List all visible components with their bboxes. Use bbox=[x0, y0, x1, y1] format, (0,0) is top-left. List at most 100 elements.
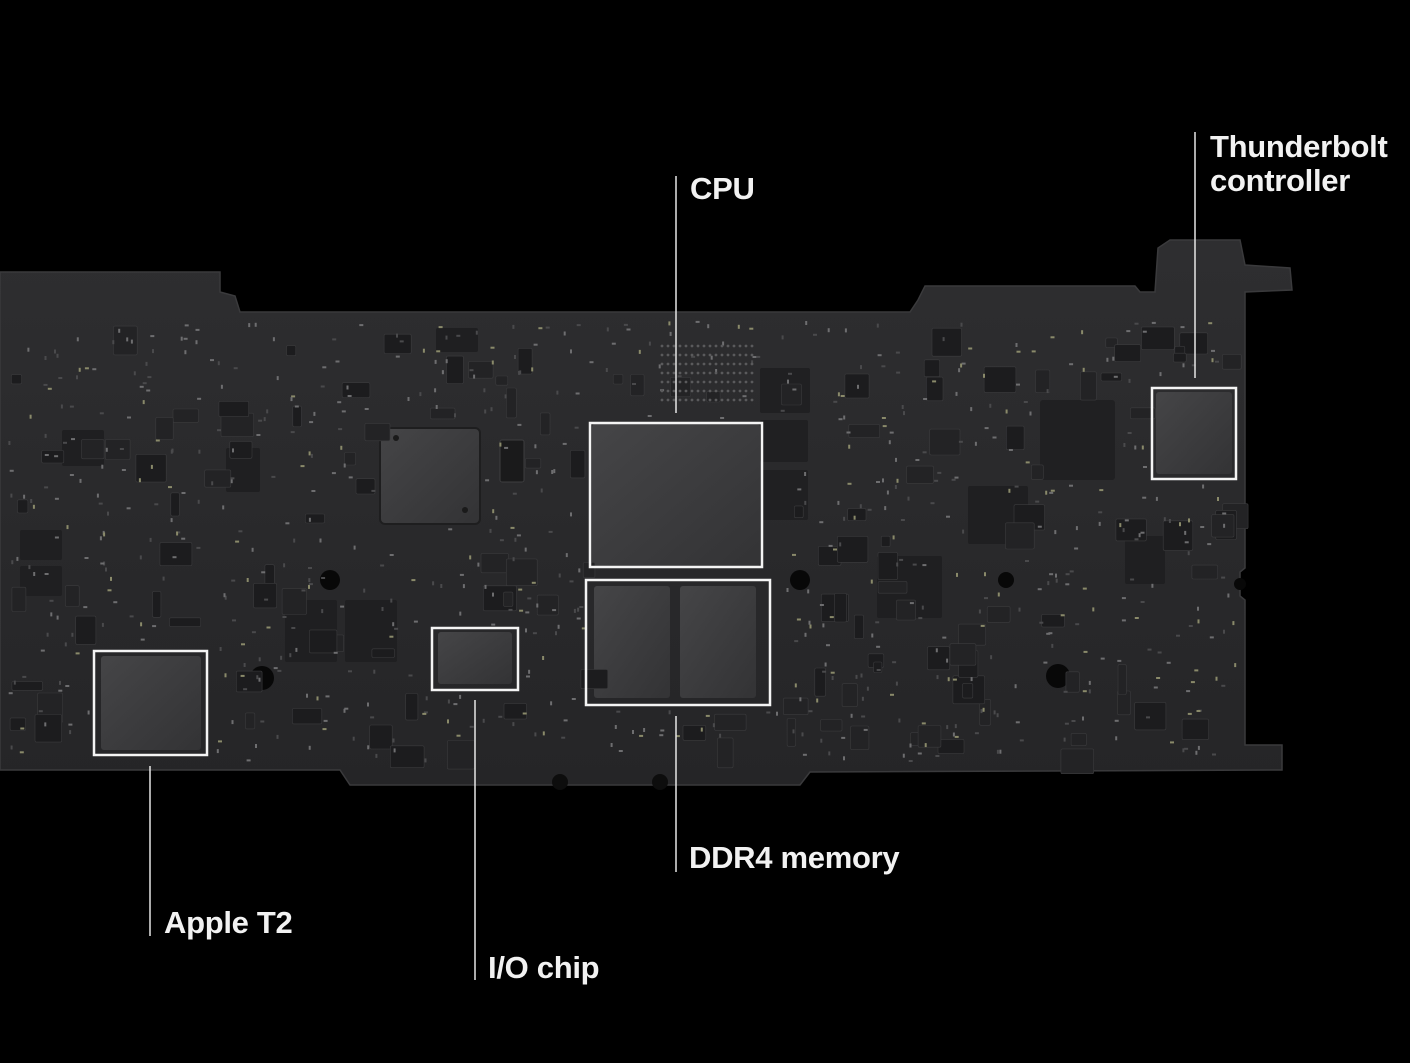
passive-component bbox=[942, 337, 945, 342]
passive-component bbox=[322, 728, 327, 731]
small-component bbox=[1191, 564, 1218, 580]
passive-component bbox=[623, 323, 628, 326]
passive-component bbox=[876, 481, 880, 483]
passive-component bbox=[112, 340, 115, 345]
passive-component bbox=[1138, 533, 1141, 538]
passive-component bbox=[38, 710, 43, 713]
passive-component bbox=[581, 627, 586, 630]
passive-component bbox=[218, 740, 222, 743]
passive-component bbox=[531, 581, 536, 584]
passive-component bbox=[1015, 343, 1018, 347]
bga-pad bbox=[726, 371, 730, 375]
passive-component bbox=[454, 413, 456, 418]
bga-pad bbox=[678, 344, 682, 348]
passive-component bbox=[997, 592, 1000, 597]
passive-component bbox=[346, 385, 349, 390]
passive-component bbox=[1043, 661, 1048, 664]
passive-component bbox=[107, 511, 109, 516]
small-component bbox=[371, 648, 395, 658]
small-component bbox=[958, 623, 986, 646]
passive-component bbox=[390, 598, 393, 603]
passive-component bbox=[63, 441, 67, 444]
passive-component bbox=[489, 528, 492, 533]
passive-component bbox=[294, 405, 299, 408]
passive-component bbox=[59, 680, 61, 685]
passive-component bbox=[8, 441, 11, 445]
passive-component bbox=[787, 379, 789, 384]
passive-component bbox=[876, 645, 881, 648]
passive-component bbox=[196, 546, 201, 549]
passive-component bbox=[8, 692, 13, 695]
passive-component bbox=[277, 669, 282, 672]
passive-component bbox=[954, 735, 959, 738]
passive-component bbox=[555, 631, 557, 636]
bga-pad bbox=[660, 362, 664, 366]
passive-component bbox=[407, 397, 410, 401]
small-component bbox=[612, 374, 624, 385]
passive-component bbox=[1222, 512, 1227, 515]
passive-component bbox=[492, 509, 495, 514]
passive-component bbox=[1113, 375, 1118, 378]
pch-marker bbox=[393, 435, 399, 441]
passive-component bbox=[895, 457, 897, 462]
passive-component bbox=[256, 675, 259, 680]
passive-component bbox=[230, 479, 233, 484]
passive-component bbox=[211, 481, 214, 486]
passive-component bbox=[922, 564, 927, 567]
passive-component bbox=[98, 502, 103, 505]
memory-chip-right bbox=[680, 586, 756, 698]
passive-component bbox=[1099, 489, 1104, 492]
apple-t2-label: Apple T2 bbox=[164, 905, 293, 940]
passive-component bbox=[1046, 632, 1051, 635]
component bbox=[1125, 536, 1165, 584]
passive-component bbox=[435, 405, 438, 409]
passive-component bbox=[1217, 497, 1219, 501]
bga-pad bbox=[660, 398, 664, 402]
passive-component bbox=[809, 624, 812, 629]
passive-component bbox=[892, 535, 895, 540]
passive-component bbox=[335, 360, 340, 363]
passive-component bbox=[1142, 330, 1147, 333]
passive-component bbox=[1050, 489, 1055, 492]
small-component bbox=[11, 374, 22, 385]
passive-component bbox=[293, 538, 296, 543]
passive-component bbox=[10, 745, 13, 750]
bga-pad bbox=[684, 389, 688, 393]
passive-component bbox=[280, 655, 283, 660]
passive-component bbox=[917, 752, 922, 755]
passive-component bbox=[1168, 519, 1171, 523]
bga-pad bbox=[732, 353, 736, 357]
bga-pad bbox=[732, 380, 736, 384]
small-component bbox=[341, 382, 371, 398]
passive-component bbox=[337, 401, 342, 404]
small-component bbox=[1117, 664, 1127, 695]
bga-pad bbox=[726, 344, 730, 348]
passive-component bbox=[1069, 484, 1073, 487]
passive-component bbox=[425, 696, 428, 701]
passive-component bbox=[381, 607, 384, 611]
passive-component bbox=[54, 497, 59, 500]
passive-component bbox=[170, 518, 173, 523]
passive-component bbox=[522, 712, 527, 715]
bga-pad bbox=[750, 380, 754, 384]
passive-component bbox=[1071, 720, 1076, 722]
passive-component bbox=[1055, 573, 1057, 578]
small-component bbox=[505, 387, 517, 419]
passive-component bbox=[150, 335, 155, 338]
passive-component bbox=[993, 710, 996, 715]
passive-component bbox=[1195, 750, 1198, 755]
passive-component bbox=[802, 753, 807, 756]
small-component bbox=[172, 408, 199, 423]
passive-component bbox=[66, 525, 69, 530]
passive-component bbox=[1045, 490, 1048, 495]
passive-component bbox=[1008, 488, 1011, 493]
passive-component bbox=[1114, 719, 1119, 722]
passive-component bbox=[984, 572, 986, 577]
passive-component bbox=[119, 448, 124, 450]
passive-component bbox=[610, 743, 613, 747]
passive-component bbox=[822, 623, 825, 628]
passive-component bbox=[338, 428, 343, 431]
passive-component bbox=[459, 611, 462, 616]
passive-component bbox=[44, 454, 49, 456]
passive-component bbox=[79, 478, 82, 483]
